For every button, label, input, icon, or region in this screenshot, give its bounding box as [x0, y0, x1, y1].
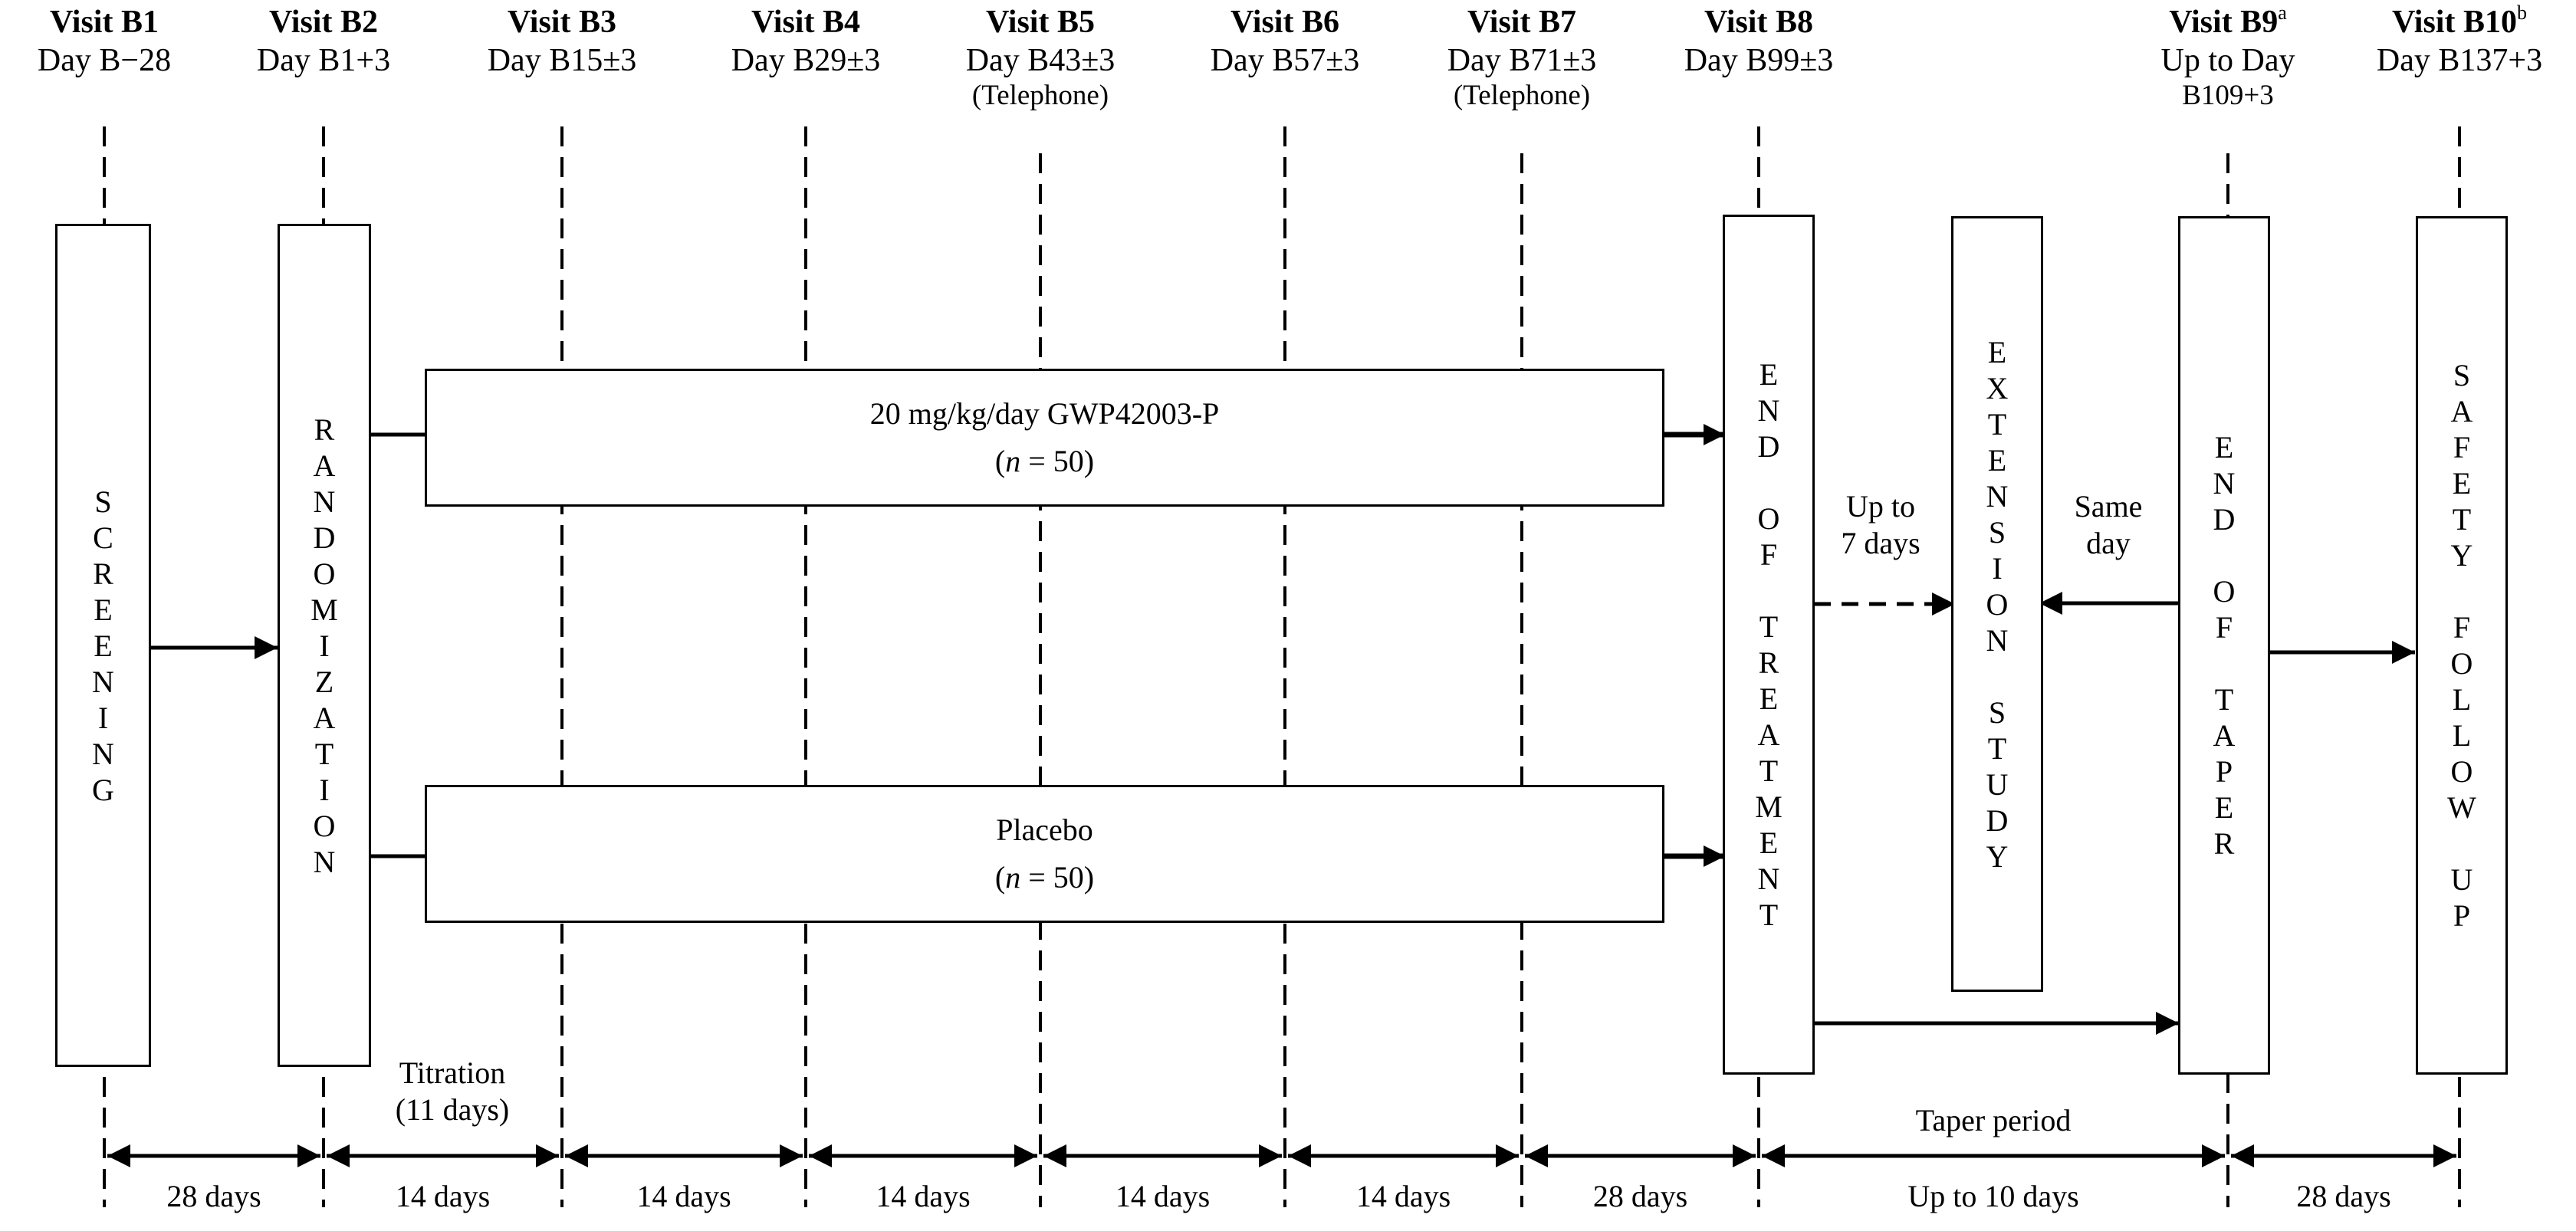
placebo-arm-n: (n = 50)	[994, 860, 1095, 895]
placebo-arm-label: Placebo	[996, 812, 1093, 847]
active-arm-n: (n = 50)	[994, 444, 1095, 478]
duration-label: 28 days	[2296, 1179, 2391, 1213]
duration-label: 14 days	[876, 1179, 971, 1213]
same-day-label: Same day	[2074, 489, 2143, 560]
duration-label: 28 days	[166, 1179, 261, 1213]
flow-arrows	[149, 424, 2415, 1035]
duration-label: 14 days	[1115, 1179, 1211, 1213]
up-to-7-days-label: Up to 7 days	[1841, 489, 1921, 560]
active-arm-label: 20 mg/kg/day GWP42003-P	[869, 396, 1220, 431]
visit-dashed-lines	[103, 126, 2461, 1207]
duration-label: 14 days	[1355, 1179, 1451, 1213]
duration-label: 28 days	[1592, 1179, 1688, 1213]
duration-label: 14 days	[395, 1179, 491, 1213]
duration-label: Up to 10 days	[1907, 1179, 2079, 1213]
active-arm-box: 20 mg/kg/day GWP42003-P (n = 50)	[425, 369, 1664, 507]
duration-label: 14 days	[636, 1179, 731, 1213]
placebo-arm-box: Placebo (n = 50)	[425, 785, 1664, 923]
taper-period-label: Taper period	[1915, 1103, 2072, 1137]
titration-label: Titration (11 days)	[395, 1055, 510, 1127]
